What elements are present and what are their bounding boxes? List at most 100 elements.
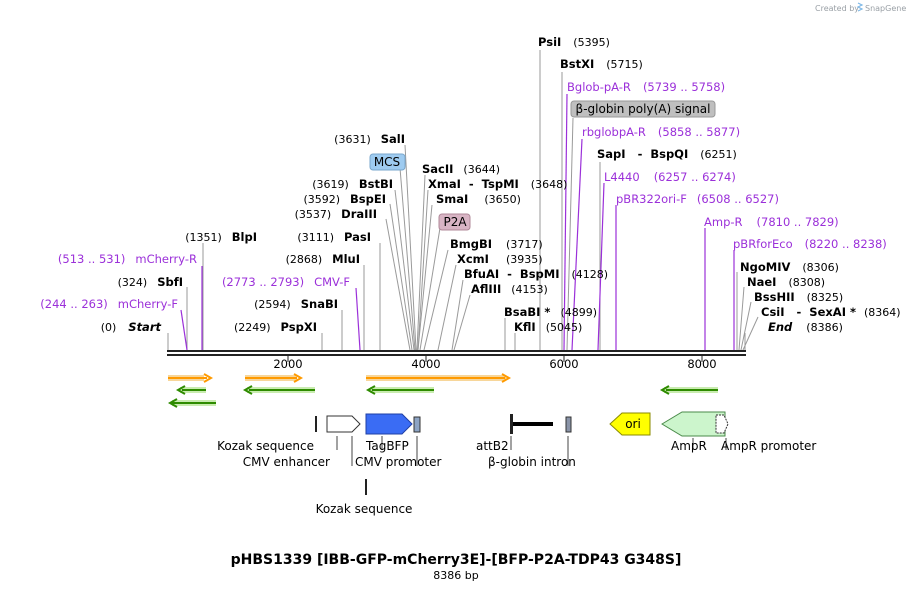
label-kozak-sequence-2: Kozak sequence: [316, 502, 413, 516]
site-bfuai-bspmi: BfuAI - BspMI(4128): [464, 267, 608, 281]
orf-arrows: [167, 373, 718, 408]
site-afliii: AflIII(4153): [471, 282, 548, 296]
dna-backbone: [167, 350, 746, 362]
site-line-xcmi: [437, 264, 457, 351]
site-line-bmgbi: [423, 249, 449, 351]
site-sbfi: (324)SbfI: [118, 275, 183, 289]
feature-connectors: [336, 436, 727, 466]
site-line-bsshii: [740, 301, 752, 351]
site-line-bspei: [389, 203, 413, 351]
site-csii-sexai: CsiI - SexAI *(8364): [761, 305, 901, 319]
tick-6000: 6000: [549, 357, 578, 371]
site-bspei: (3592)BspEI: [303, 192, 386, 206]
badge-mcs: MCS: [369, 153, 406, 171]
cmv-enhancer-shape: [326, 415, 361, 433]
site-line-p2a: [419, 227, 441, 351]
label-ori: ori: [625, 417, 641, 431]
label-ampr-promoter: AmpR promoter: [721, 439, 816, 453]
site-pasi: (3111)PasI: [297, 230, 371, 244]
label-ampr: AmpR: [671, 439, 707, 453]
site-naei: NaeI(8308): [747, 275, 825, 289]
orf-arrow-1: [168, 373, 214, 383]
site-blpi: (1351)BlpI: [185, 230, 257, 244]
site-bsshii: BssHII(8325): [754, 290, 843, 304]
site-ngomiv: NgoMIV(8306): [740, 260, 839, 274]
tick-8000: 8000: [687, 357, 716, 371]
primer-pbrforeco: pBRforEco(8220 .. 8238): [733, 237, 887, 251]
site-line-mcs: [399, 167, 416, 351]
orf-arrow-8: [659, 385, 718, 395]
badge-p2a: P2A: [438, 213, 471, 231]
sites-left: (0)Start (324)SbfI (1351)BlpI (2249)PspX…: [101, 132, 405, 334]
tagbfp-shape: [365, 413, 413, 435]
site-end: End(8386): [768, 320, 843, 334]
site-line-polya: [566, 117, 574, 351]
features: [315, 411, 729, 495]
site-line-naei: [738, 286, 745, 351]
orf-arrow-7: [365, 385, 434, 395]
site-line-bstbi: [394, 189, 415, 351]
primer-lines: [180, 93, 735, 351]
site-line-sali: [404, 144, 417, 351]
svg-text:MCS: MCS: [374, 155, 400, 169]
kozak-marker-1: [315, 416, 317, 432]
site-lines: [167, 50, 759, 351]
primer-l4440: L4440(6257 .. 6274): [604, 170, 736, 184]
sites-right: SacII(3644) XmaI - TspMI(3648) SmaI(3650…: [422, 35, 901, 334]
tick-2000: 2000: [273, 357, 302, 371]
site-pspxi: (2249)PspXI: [234, 320, 317, 334]
label-attb2: attB2: [476, 439, 509, 453]
site-bstxi: BstXI(5715): [560, 57, 643, 71]
primer-pbr322ori-f: pBR322ori-F(6508 .. 6527): [616, 192, 779, 206]
svg-text:P2A: P2A: [443, 215, 467, 229]
primer-rbglobpa-r: rbglobpA-R(5858 .. 5877): [582, 125, 740, 139]
map-subtitle: 8386 bp: [433, 569, 478, 582]
site-line-afliii: [453, 294, 471, 351]
label-cmv-promoter: CMV promoter: [355, 455, 442, 469]
orf-arrow-6: [366, 373, 512, 383]
primer-bglob-pa-r: Bglob-pA-R(5739 .. 5758): [567, 80, 725, 94]
kozak-marker-2: [365, 479, 367, 495]
ampr-promoter-shape: [715, 414, 729, 434]
snapgene-logo-icon: [856, 2, 864, 12]
site-line-bfuai: [451, 279, 464, 351]
site-bsabi: BsaBI *(4899): [504, 305, 597, 319]
tick-4000: 4000: [411, 357, 440, 371]
label-bglobin-intron: β-globin intron: [488, 455, 576, 469]
orf-arrow-4: [245, 373, 304, 383]
ori-shape: [609, 412, 651, 436]
attb2-shape: [510, 414, 513, 434]
credit-prefix: Created by: [815, 4, 859, 13]
primers: (513 .. 531)mCherry-R (244 .. 263)mCherr…: [40, 80, 886, 311]
orf-arrow-3: [167, 398, 216, 408]
site-draiii: (3537)DraIII: [295, 207, 377, 221]
cmv-promoter-shape: [413, 416, 421, 433]
site-bmgbi: BmgBI(3717): [450, 237, 543, 251]
orf-arrow-2: [175, 385, 206, 395]
site-kfli: KflI(5045): [514, 320, 582, 334]
label-cmv-enhancer: CMV enhancer: [243, 455, 330, 469]
site-line-sacii: [416, 174, 426, 351]
primer-mcherry-f: (244 .. 263)mCherry-F: [40, 297, 178, 311]
site-bstbi: (3619)BstBI: [312, 177, 393, 191]
credit-brand: SnapGene: [865, 4, 906, 13]
site-snabi: (2594)SnaBI: [254, 297, 338, 311]
site-xcmi: XcmI(3935): [457, 252, 543, 266]
site-xmai-tspmi: XmaI - TspMI(3648): [428, 177, 567, 191]
site-sali: (3631)SalI: [334, 132, 405, 146]
svg-text:β-globin poly(A) signal: β-globin poly(A) signal: [576, 102, 711, 116]
site-mlui: (2868)MluI: [286, 252, 360, 266]
small-feature-marker: [565, 416, 572, 433]
site-smai: SmaI(3650): [436, 192, 521, 206]
site-line-xmai: [417, 189, 429, 351]
badge-bglobin-polya: β-globin poly(A) signal: [570, 100, 716, 118]
site-sacii: SacII(3644): [422, 162, 500, 176]
label-kozak-sequence-1: Kozak sequence: [217, 439, 314, 453]
primer-amp-r: Amp-R(7810 .. 7829): [704, 215, 839, 229]
site-line-draiii: [385, 218, 411, 351]
site-line-smai: [417, 204, 433, 351]
label-tagbfp: TagBFP: [365, 439, 409, 453]
map-title: pHBS1339 [IBB-GFP-mCherry3E]-[BFP-P2A-TD…: [231, 552, 682, 568]
site-psii: PsiI(5395): [538, 35, 610, 49]
